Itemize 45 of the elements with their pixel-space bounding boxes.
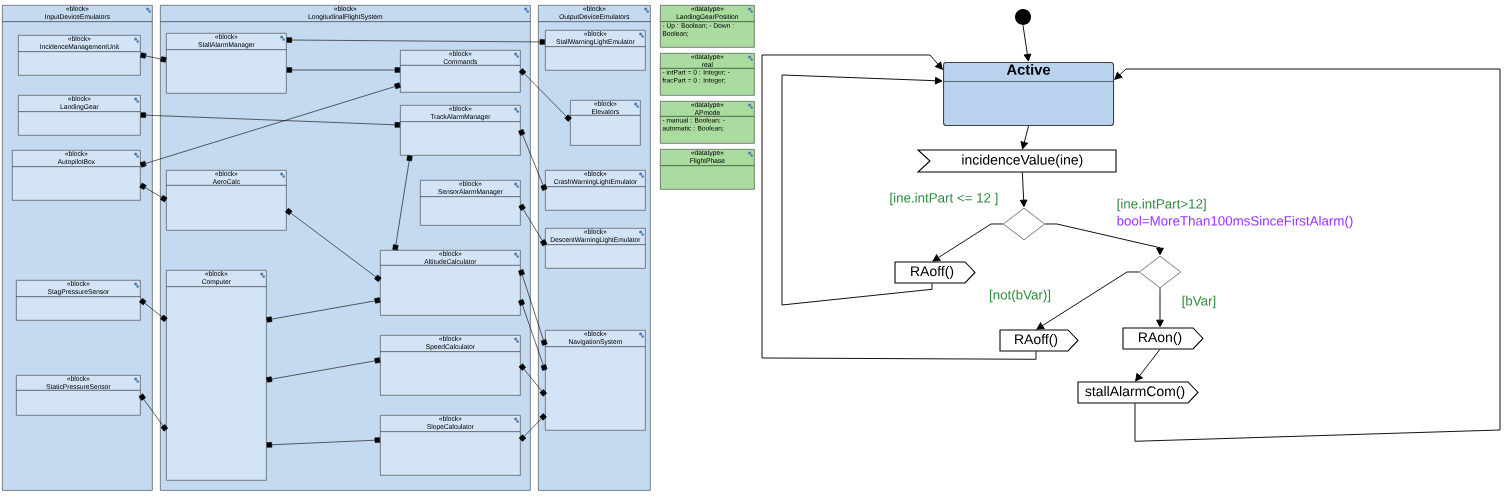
connector-line (139, 182, 168, 203)
arrow (1044, 223, 1164, 256)
arrow (932, 223, 1004, 262)
guard-label: [ine.intPart <= 12 ] (888, 191, 1000, 207)
arrow (1135, 348, 1161, 382)
arrow (781, 74, 943, 306)
connector-line (140, 112, 401, 128)
signal-send-box: RAon() (1122, 327, 1204, 350)
guard-label: [ine.intPart>12] (1115, 197, 1208, 213)
connector-line (266, 357, 381, 383)
connector-line (518, 129, 548, 191)
action-label: bool=MoreThan100msSinceFirstAlarm() (1117, 215, 1353, 229)
connector-line (518, 68, 572, 122)
guard-label: [bVar] (1180, 294, 1218, 310)
signal-send-box: RAoff() (894, 261, 976, 284)
state-box: Active (943, 62, 1115, 126)
connector-line (518, 269, 548, 346)
connector-line (138, 393, 169, 432)
connector-line (140, 52, 167, 63)
connector-line (139, 298, 168, 322)
decision-diamond (1003, 207, 1045, 241)
arrow (1114, 68, 1501, 442)
connector-line (285, 208, 382, 282)
arrow (1020, 125, 1029, 150)
arrow (1019, 171, 1028, 208)
signal-receive-box: incidenceValue(ine) (916, 149, 1117, 173)
connector-line (286, 67, 401, 73)
initial-node (1015, 9, 1031, 25)
decision-diamond (1139, 255, 1181, 289)
arrow (1156, 287, 1164, 328)
guard-label: [not(bVar)] (987, 288, 1053, 304)
signal-send-box: RAoff() (999, 329, 1079, 352)
arrow (761, 54, 1037, 360)
signal-send-box: stallAlarmCom() (1077, 381, 1199, 404)
connector-line (392, 155, 413, 251)
connector-line (518, 363, 547, 397)
arrow (1022, 24, 1032, 62)
connector-line (518, 203, 548, 247)
arrow (1036, 271, 1140, 330)
connector-line (518, 299, 548, 371)
connector-line (286, 37, 546, 45)
connector-line (266, 297, 381, 323)
connector-line (518, 413, 547, 442)
connector-line (139, 82, 401, 168)
connector-line (266, 437, 381, 448)
